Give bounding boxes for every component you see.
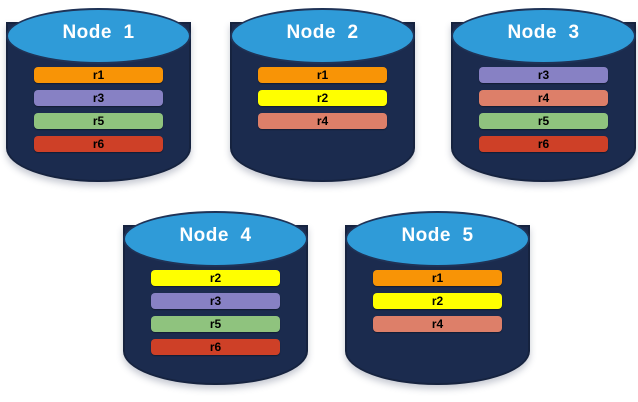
- shard-bar-r5[interactable]: r5: [151, 316, 280, 332]
- shard-label: r6: [209, 340, 222, 354]
- node-title: Node 1: [62, 22, 135, 43]
- cylinder-top-icon: [6, 8, 191, 64]
- shard-bar-r3[interactable]: r3: [151, 293, 280, 309]
- shard-label: r4: [316, 114, 329, 128]
- shard-bar-r6[interactable]: r6: [479, 136, 608, 152]
- shard-label: r3: [92, 91, 105, 105]
- shard-bar-r1[interactable]: r1: [373, 270, 502, 286]
- node-cylinder-4[interactable]: Node 4 r2 r3 r5 r6: [123, 208, 308, 391]
- node-cylinder-1[interactable]: Node 1 r1 r3 r5 r6: [6, 5, 191, 188]
- shard-bar-r5[interactable]: r5: [479, 113, 608, 129]
- shard-label: r3: [209, 294, 222, 308]
- node-cylinder-2[interactable]: Node 2 r1 r2 r4: [230, 5, 415, 188]
- node-title: Node 5: [401, 225, 474, 246]
- shard-label: r1: [316, 68, 329, 82]
- shard-list: r3 r4 r5 r6: [479, 67, 608, 152]
- shard-label: r4: [537, 91, 550, 105]
- shard-label: r6: [92, 137, 105, 151]
- shard-bar-r3[interactable]: r3: [34, 90, 163, 106]
- shard-label: r5: [92, 114, 105, 128]
- shard-bar-r5[interactable]: r5: [34, 113, 163, 129]
- shard-bar-r3[interactable]: r3: [479, 67, 608, 83]
- node-cylinder-3[interactable]: Node 3 r3 r4 r5 r6: [451, 5, 636, 188]
- shard-bar-r2[interactable]: r2: [151, 270, 280, 286]
- cylinder-top-icon: [451, 8, 636, 64]
- shard-bar-r6[interactable]: r6: [151, 339, 280, 355]
- node-title: Node 2: [286, 22, 359, 43]
- shard-bar-r2[interactable]: r2: [258, 90, 387, 106]
- shard-label: r5: [209, 317, 222, 331]
- shard-label: r6: [537, 137, 550, 151]
- shard-label: r2: [209, 271, 222, 285]
- shard-label: r4: [431, 317, 444, 331]
- shard-bar-r2[interactable]: r2: [373, 293, 502, 309]
- cylinder-top-icon: [345, 211, 530, 267]
- shard-label: r1: [431, 271, 444, 285]
- cylinder-top-icon: [230, 8, 415, 64]
- shard-bar-r6[interactable]: r6: [34, 136, 163, 152]
- shard-bar-r4[interactable]: r4: [258, 113, 387, 129]
- shard-label: r1: [92, 68, 105, 82]
- shard-bar-r4[interactable]: r4: [479, 90, 608, 106]
- shard-label: r2: [431, 294, 444, 308]
- node-title: Node 4: [179, 225, 252, 246]
- shard-label: r3: [537, 68, 550, 82]
- shard-bar-r1[interactable]: r1: [258, 67, 387, 83]
- node-cylinder-5[interactable]: Node 5 r1 r2 r4: [345, 208, 530, 391]
- shard-list: r1 r2 r4: [258, 67, 387, 129]
- shard-list: r1 r2 r4: [373, 270, 502, 332]
- cylinder-top-icon: [123, 211, 308, 267]
- node-title: Node 3: [507, 22, 580, 43]
- shard-list: r1 r3 r5 r6: [34, 67, 163, 152]
- shard-label: r2: [316, 91, 329, 105]
- shard-bar-r1[interactable]: r1: [34, 67, 163, 83]
- shard-bar-r4[interactable]: r4: [373, 316, 502, 332]
- shard-label: r5: [537, 114, 550, 128]
- shard-list: r2 r3 r5 r6: [151, 270, 280, 355]
